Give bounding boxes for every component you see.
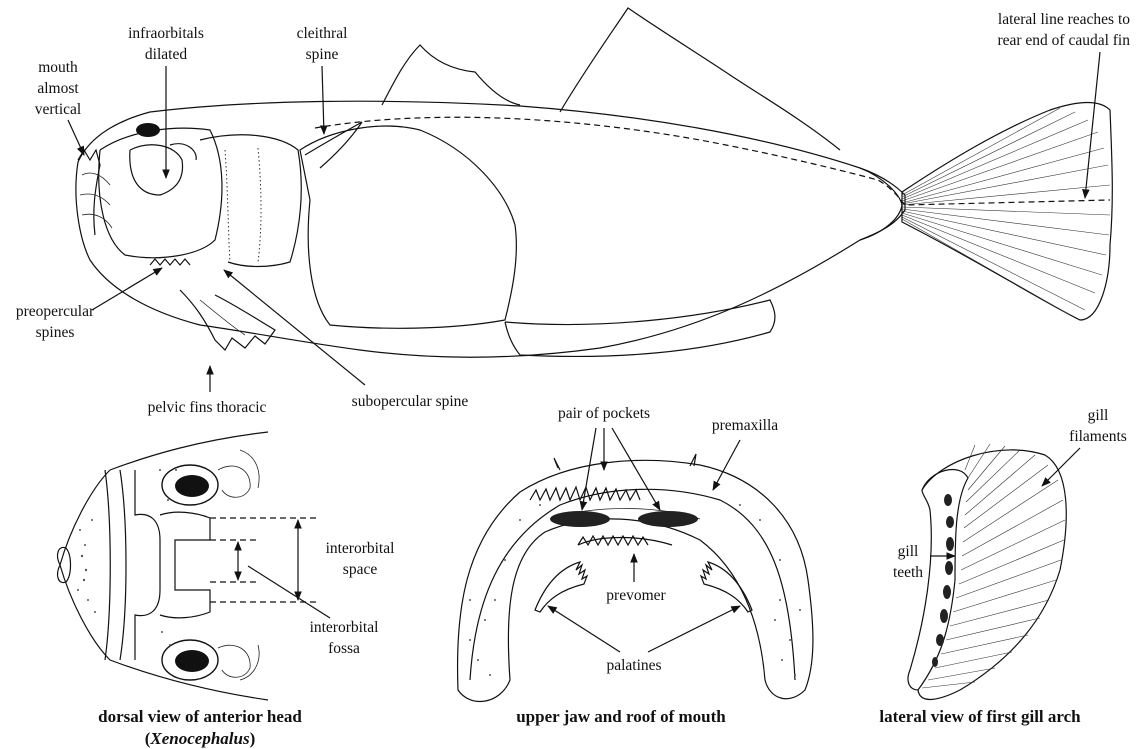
svg-text:dorsal view of anterior head: dorsal view of anterior head	[98, 707, 302, 726]
label-interorbital-fossa: interorbital fossa	[248, 566, 378, 657]
label-pelvic-fins: pelvic fins thoracic	[148, 366, 267, 416]
svg-text:space: space	[343, 561, 378, 578]
eye	[136, 123, 160, 137]
svg-text:premaxilla: premaxilla	[712, 417, 778, 434]
caption-upper-jaw: upper jaw and roof of mouth	[516, 707, 726, 726]
svg-text:lateral line reaches to: lateral line reaches to	[998, 11, 1130, 28]
svg-text:prevomer: prevomer	[606, 587, 666, 604]
svg-text:gill: gill	[1088, 407, 1109, 424]
label-premaxilla: premaxilla	[712, 417, 778, 490]
mouth	[78, 150, 100, 235]
svg-text:almost: almost	[37, 80, 79, 97]
palatine-left	[535, 562, 587, 612]
svg-text:interorbital: interorbital	[326, 540, 395, 557]
caption-gill-arch: lateral view of first gill arch	[879, 707, 1081, 726]
svg-text:teeth: teeth	[893, 564, 923, 581]
svg-text:(Xenocephalus): (Xenocephalus)	[145, 729, 256, 748]
anal-fin	[505, 300, 775, 356]
dorsal-head-outline	[60, 432, 268, 700]
label-preopercular-spines: preopercular spines	[16, 268, 162, 341]
pelvic-fin	[180, 290, 275, 350]
dorsal-fin	[382, 45, 520, 105]
svg-text:subopercular spine: subopercular spine	[352, 393, 469, 410]
svg-text:fossa: fossa	[328, 640, 360, 657]
label-cleithral-spine: cleithral spine	[297, 25, 348, 134]
label-gill-teeth: gill teeth	[893, 543, 955, 581]
palatine-right	[701, 562, 752, 612]
caption-genus: Xenocephalus	[149, 729, 250, 748]
svg-text:filaments: filaments	[1069, 428, 1127, 445]
fish-lateral-view	[76, 8, 1112, 357]
opercle	[200, 135, 301, 267]
label-interorbital-space: interorbital space	[326, 540, 395, 578]
gill-filaments	[918, 450, 1066, 700]
preopercular-spines	[150, 259, 190, 265]
svg-text:rear end of caudal fin: rear end of caudal fin	[997, 32, 1130, 49]
caption-dorsal-view: dorsal view of anterior head (Xenocephal…	[98, 707, 302, 748]
label-prevomer: prevomer	[606, 554, 666, 604]
label-infraorbitals: infraorbitals dilated	[128, 25, 204, 178]
label-gill-filaments: gill filaments	[1042, 407, 1127, 486]
pocket-right	[638, 511, 698, 527]
svg-text:pelvic fins thoracic: pelvic fins thoracic	[148, 399, 267, 416]
gill-teeth	[932, 494, 954, 667]
svg-text:vertical: vertical	[35, 101, 81, 118]
svg-text:dilated: dilated	[145, 46, 187, 63]
svg-text:spine: spine	[306, 46, 339, 63]
svg-text:spines: spines	[36, 324, 75, 341]
label-lateral-line: lateral line reaches to rear end of caud…	[997, 11, 1130, 198]
svg-text:gill: gill	[898, 543, 919, 560]
caudal-rays	[902, 108, 1110, 315]
pocket-left	[550, 511, 610, 527]
svg-text:cleithral: cleithral	[297, 25, 348, 42]
label-palatines: palatines	[548, 606, 740, 674]
svg-text:palatines: palatines	[606, 657, 661, 674]
label-mouth: mouth almost vertical	[35, 59, 84, 155]
svg-text:upper jaw and roof of mouth: upper jaw and roof of mouth	[516, 707, 726, 726]
svg-text:preopercular: preopercular	[16, 303, 95, 320]
dorsal-eye-bottom	[175, 650, 209, 672]
dorsal-eye-top	[175, 475, 209, 497]
svg-text:interorbital: interorbital	[310, 619, 379, 636]
gill-arch-view	[908, 444, 1066, 699]
svg-text:pair of pockets: pair of pockets	[558, 405, 650, 422]
dorsal-head-view	[58, 432, 320, 700]
infraorbitals	[130, 145, 183, 195]
svg-text:mouth: mouth	[38, 59, 78, 76]
svg-text:lateral view of first gill arc: lateral view of first gill arch	[879, 707, 1081, 726]
head-outline	[99, 128, 222, 258]
svg-text:infraorbitals: infraorbitals	[128, 25, 204, 42]
